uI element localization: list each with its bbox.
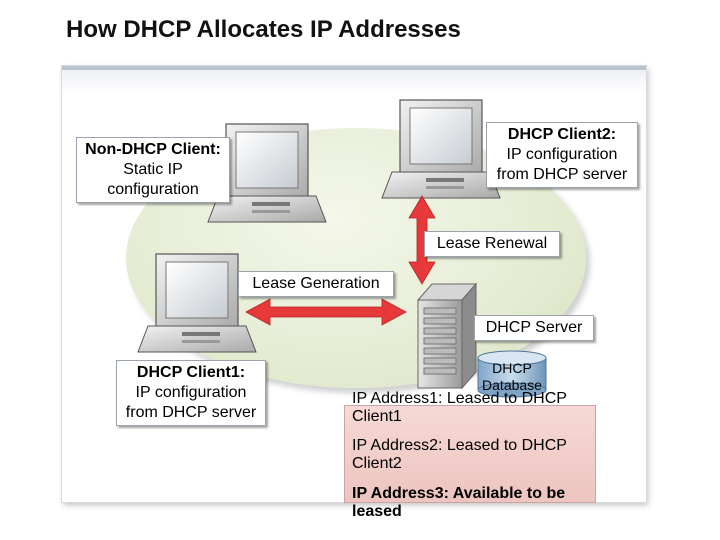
client2-line3: from DHCP server <box>496 166 628 183</box>
dhcp-server-icon <box>416 282 478 390</box>
client2-title: DHCP Client2: <box>507 126 617 143</box>
lease-renewal-label: Lease Renewal <box>424 231 560 257</box>
client1-line2: IP configuration <box>135 384 247 401</box>
lease-record-1-line2: Client1 <box>352 408 402 425</box>
lease-record-3-line2: leased <box>352 503 402 520</box>
client1-label: DHCP Client1: IP configuration from DHCP… <box>116 360 266 426</box>
non-dhcp-client-label: Non-DHCP Client: Static IP configuration <box>76 137 230 203</box>
client1-title: DHCP Client1: <box>136 364 246 381</box>
lease-record-3: IP Address3: Available to be leased <box>352 485 602 521</box>
lease-record-1-line1: IP Address1: Leased to DHCP <box>352 390 567 407</box>
client2-line2: IP configuration <box>506 146 618 163</box>
lease-generation-label: Lease Generation <box>238 271 394 297</box>
client1-computer-icon <box>137 253 257 353</box>
lease-renewal-arrow <box>408 195 436 285</box>
lease-record-2-line2: Client2 <box>352 455 402 472</box>
dhcp-database-icon <box>477 350 547 398</box>
non-dhcp-client-line2: Static IP <box>123 161 183 178</box>
non-dhcp-client-computer-icon <box>207 123 327 223</box>
database-label: DHCP Database <box>480 360 544 394</box>
panel-header-bar <box>62 70 646 96</box>
lease-generation-arrow <box>245 298 407 326</box>
client2-computer-icon <box>381 99 501 199</box>
lease-record-1: IP Address1: Leased to DHCP Client1 <box>352 390 602 426</box>
client1-line3: from DHCP server <box>125 404 257 421</box>
lease-record-3-line1: IP Address3: Available to be <box>352 485 566 502</box>
database-label-line1: DHCP <box>492 360 532 376</box>
non-dhcp-client-line3: configuration <box>107 181 199 198</box>
lease-record-2-line1: IP Address2: Leased to DHCP <box>352 437 567 454</box>
client2-label: DHCP Client2: IP configuration from DHCP… <box>486 122 638 188</box>
slide-title: How DHCP Allocates IP Addresses <box>66 16 461 43</box>
database-label-line2: Database <box>482 377 542 393</box>
dhcp-server-label: DHCP Server <box>474 315 594 341</box>
lease-record-2: IP Address2: Leased to DHCP Client2 <box>352 437 602 473</box>
non-dhcp-client-title: Non-DHCP Client: <box>85 141 221 158</box>
lease-records-panel <box>344 405 596 503</box>
